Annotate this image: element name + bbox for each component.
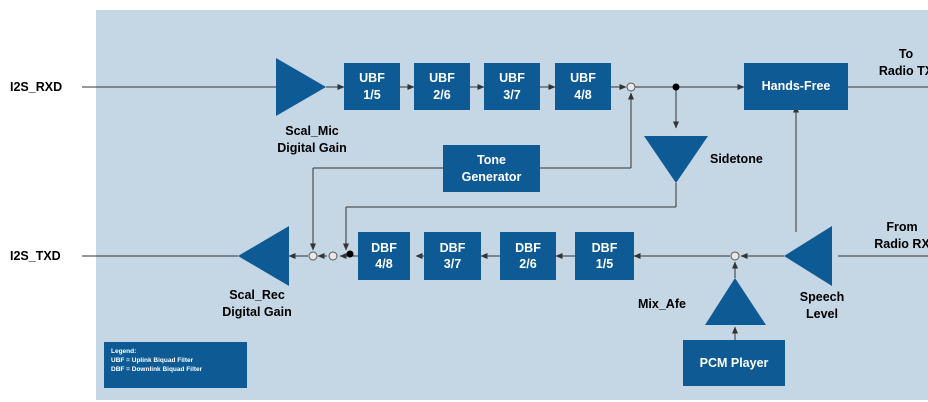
scal-mic-label: Scal_Mic Digital Gain — [277, 124, 347, 155]
downlink-summing-node-left — [308, 251, 318, 261]
scal-rec-label: Scal_Rec Digital Gain — [222, 288, 292, 319]
i2s-txd-label: I2S_TXD — [10, 249, 61, 263]
mix-afe-amplifier-icon — [705, 278, 766, 325]
mix-afe-label: Mix_Afe — [638, 297, 686, 311]
from-radio-rx-label: From Radio RX — [874, 220, 928, 251]
pcm-player-block: PCM Player — [683, 340, 785, 386]
ubf-4-8-block: UBF 4/8 — [555, 63, 611, 110]
dbf-2-6-block: DBF 2/6 — [500, 232, 556, 280]
ubf-2-6-block: UBF 2/6 — [414, 63, 470, 110]
dbf-1-5-block: DBF 1/5 — [575, 232, 634, 280]
sidetone-label: Sidetone — [710, 152, 763, 166]
to-radio-tx-label: To Radio TX — [878, 47, 928, 78]
dbf-3-7-block: DBF 3/7 — [424, 232, 481, 280]
scal-rec-amplifier-icon — [238, 226, 289, 286]
legend-ubf-entry: UBF = Uplink Biquad Filter — [111, 356, 194, 364]
dbf-4-8-block: DBF 4/8 — [358, 232, 410, 280]
tone-generator-block: Tone Generator — [443, 145, 540, 192]
i2s-rxd-label: I2S_RXD — [10, 80, 63, 94]
legend-box: Legend: UBF = Uplink Biquad Filter DBF =… — [104, 342, 247, 388]
downlink-summing-node-center — [328, 251, 338, 261]
sidetone-junction-dot — [672, 83, 680, 91]
scal-mic-amplifier-icon — [276, 58, 326, 116]
ubf-3-7-block: UBF 3/7 — [484, 63, 540, 110]
speech-level-amplifier-icon — [784, 226, 832, 286]
uplink-summing-node — [626, 82, 636, 92]
speech-level-label: Speech Level — [799, 290, 845, 321]
sidetone-amplifier-icon — [644, 136, 708, 183]
legend-title: Legend: — [111, 348, 137, 355]
legend-dbf-entry: DBF = Downlink Biquad Filter — [111, 365, 203, 373]
ubf-1-5-block: UBF 1/5 — [344, 63, 400, 110]
downlink-junction-dot — [346, 250, 354, 258]
hands-free-block: Hands-Free — [744, 63, 848, 110]
downlink-summing-node-right — [730, 251, 740, 261]
